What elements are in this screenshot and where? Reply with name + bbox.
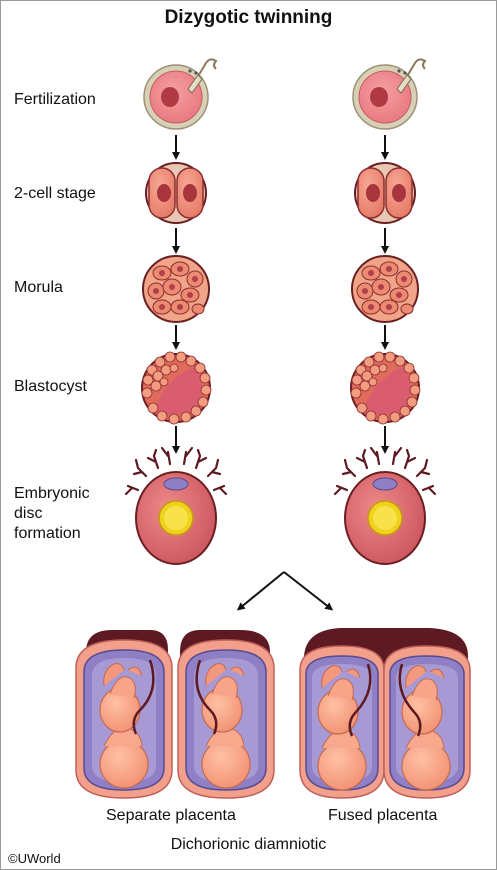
stage-label-line: formation (14, 525, 81, 542)
embryonic-disc-right (333, 446, 437, 566)
fused-placenta-twins (299, 628, 471, 799)
morula-left (142, 255, 210, 323)
morula-right (351, 255, 419, 323)
stage-label-line: disc (14, 505, 43, 522)
blastocyst-left (141, 351, 212, 425)
copyright-notice: ©UWorld (8, 851, 61, 866)
two-cell-embryo-left (145, 162, 207, 224)
stage-label-line: Embryonic (14, 485, 90, 502)
arrow-to-fused-placenta (283, 571, 334, 611)
fused-placenta-label: Fused placenta (328, 807, 438, 824)
figure-title: Dizygotic twinning (164, 7, 333, 28)
stage-label-morula: Morula (14, 279, 63, 296)
arrow-to-separate-placenta (236, 571, 285, 611)
stage-label-2-cell: 2-cell stage (14, 185, 96, 202)
embryonic-disc-left (124, 446, 228, 566)
separate-placenta-twins (75, 630, 275, 799)
stage-label-embryonic-disc: Embryonic disc formation (14, 484, 90, 544)
outcome-label: Dichorionic diamniotic (170, 836, 327, 853)
blastocyst-right (350, 351, 421, 425)
zygote-left (143, 58, 217, 130)
two-cell-embryo-right (354, 162, 416, 224)
separate-placenta-label: Separate placenta (106, 807, 236, 824)
zygote-right (352, 58, 426, 130)
stage-label-blastocyst: Blastocyst (14, 378, 87, 395)
stage-label-fertilization: Fertilization (14, 91, 96, 108)
